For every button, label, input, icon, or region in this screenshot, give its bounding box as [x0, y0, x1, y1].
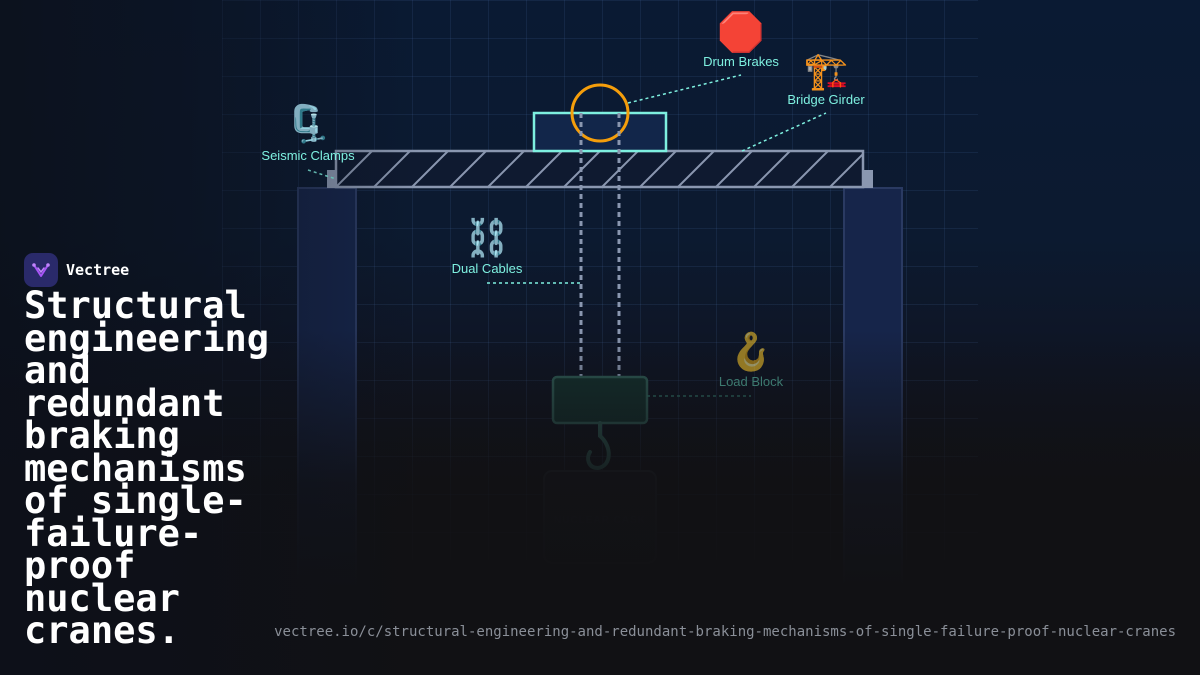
left-support-column [297, 187, 357, 609]
chains-icon: ⛓️ [464, 217, 510, 258]
dual-cables-label: Dual Cables [451, 261, 523, 276]
load-block [551, 375, 649, 425]
drum-brakes-label: Drum Brakes [703, 54, 779, 69]
nuclear-load-label: NUCLEAR CASK [554, 515, 646, 526]
hook [586, 421, 611, 471]
crane-icon: 🏗️ [803, 50, 849, 91]
clamp-icon: 🗜️ [285, 103, 331, 144]
load-block-label: Load Block [718, 374, 784, 389]
page-url: vectree.io/c/structural-engineering-and-… [274, 624, 1176, 640]
drum-brakes-leader [627, 74, 742, 104]
stop-sign-icon: 🛑 [717, 12, 765, 54]
seismic-clamps-label: Seismic Clamps [261, 148, 355, 163]
hoist-drum [570, 83, 630, 143]
bridge-girder [334, 149, 865, 189]
brand-name: Vectree [66, 261, 130, 279]
bridge-girder-leader [741, 112, 827, 152]
brand: Vectree [24, 253, 129, 287]
vectree-logo-icon [24, 253, 58, 287]
trolley [532, 111, 668, 153]
hook-icon: 🪝 [728, 331, 774, 372]
bridge-girder-label: Bridge Girder [787, 92, 865, 107]
page-title: Structural engineering and redundant bra… [24, 284, 270, 652]
right-support-column [843, 187, 903, 609]
